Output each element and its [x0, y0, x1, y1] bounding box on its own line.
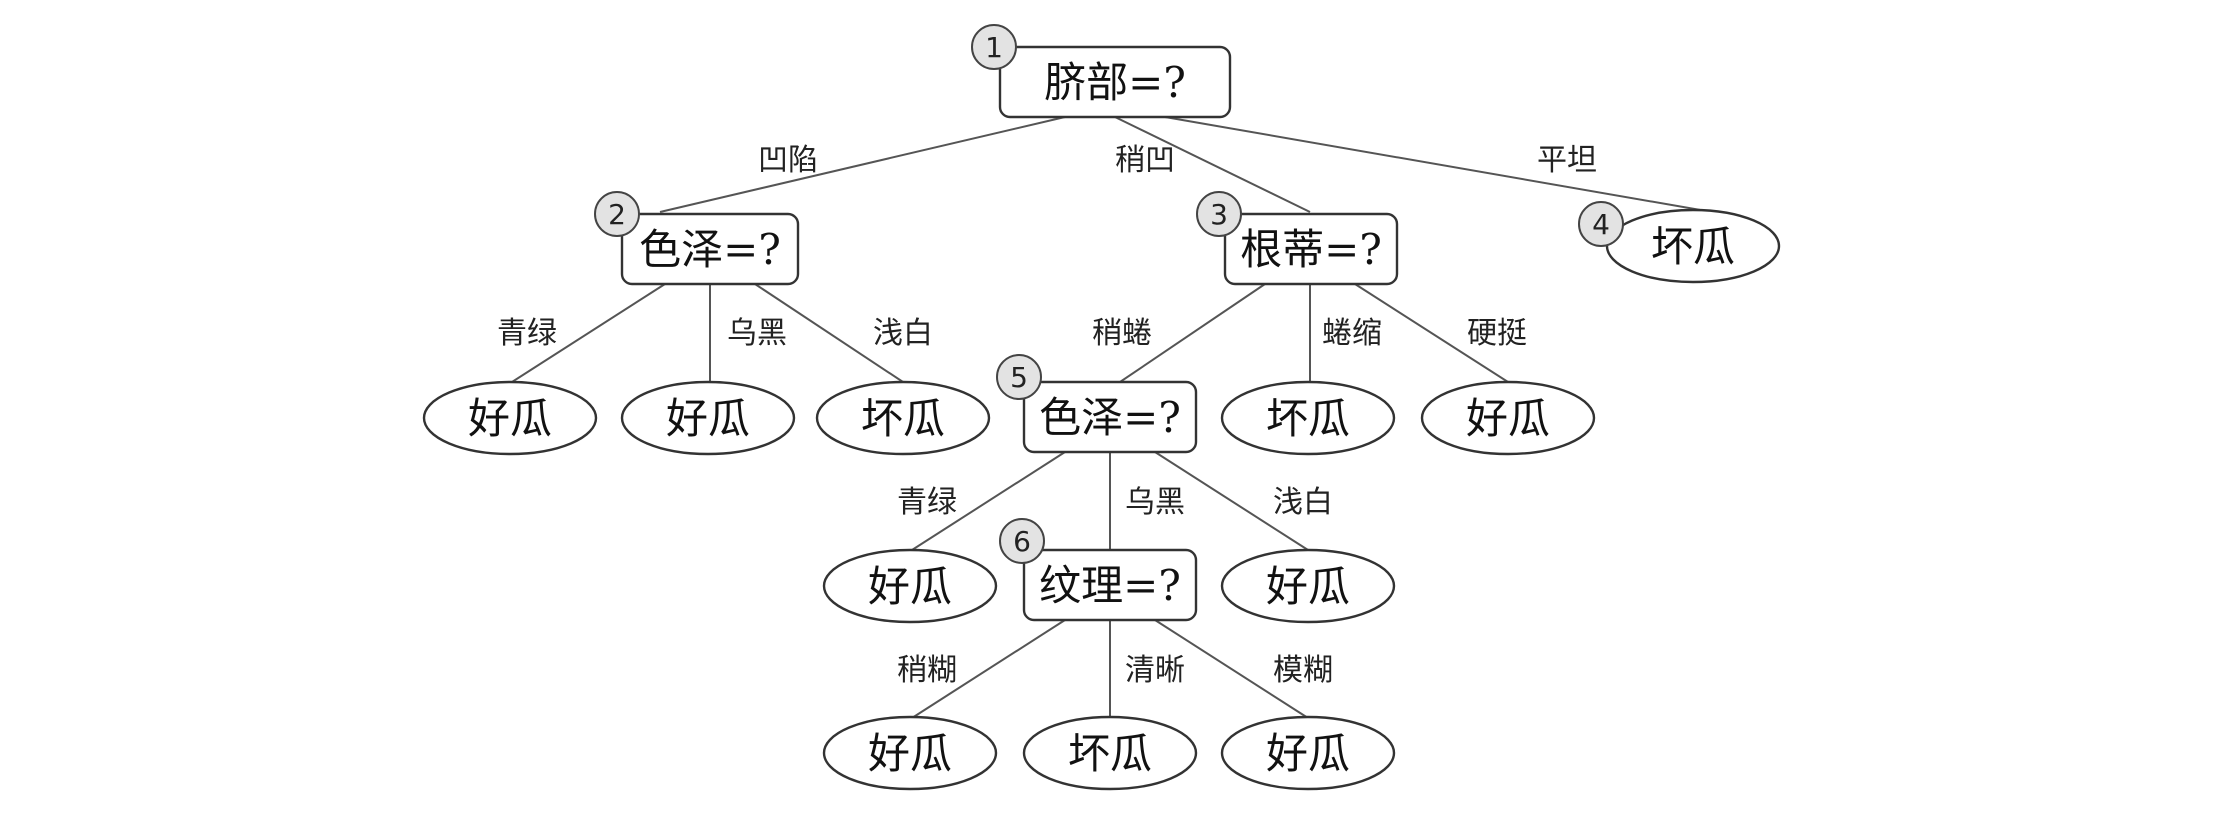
edge-label-6-c: 模糊 — [1273, 653, 1333, 688]
decision-node-1-label: 脐部=? — [1044, 58, 1186, 107]
edge-lines — [511, 116, 1713, 719]
edge-label-1-3: 稍凹 — [1115, 143, 1175, 178]
leaf-node-2c-label: 坏瓜 — [861, 394, 945, 443]
edge-6-c — [1154, 619, 1309, 719]
edge-labels: 凹陷 稍凹 平坦 青绿 乌黑 浅白 稍蜷 蜷缩 硬挺 青绿 乌黑 浅白 稍糊 清… — [497, 143, 1597, 688]
leaf-node-5c-label: 好瓜 — [1266, 562, 1350, 611]
edge-2-a — [511, 283, 666, 383]
decision-node-2: 色泽=? — [620, 212, 800, 286]
edge-2-c — [754, 283, 904, 383]
leaf-node-3c-label: 好瓜 — [1466, 394, 1550, 443]
edge-5-c — [1154, 451, 1309, 551]
decision-node-1: 脐部=? — [998, 45, 1232, 119]
edge-label-3-b: 蜷缩 — [1322, 316, 1382, 351]
leaf-node-2b: 好瓜 — [620, 380, 796, 456]
edge-label-5-a: 青绿 — [897, 485, 957, 520]
edge-label-5-6: 乌黑 — [1125, 485, 1185, 520]
node-badge-1: 1 — [971, 24, 1017, 70]
leaf-node-3b: 坏瓜 — [1220, 380, 1396, 456]
node-badge-3-number: 3 — [1210, 198, 1228, 231]
decision-node-5: 色泽=? — [1022, 380, 1198, 454]
node-badge-6-number: 6 — [1013, 525, 1031, 558]
leaf-node-5c: 好瓜 — [1220, 548, 1396, 624]
edge-label-2-a: 青绿 — [497, 316, 557, 351]
node-badge-2: 2 — [594, 191, 640, 237]
leaf-node-5a: 好瓜 — [822, 548, 998, 624]
leaf-node-6b: 坏瓜 — [1022, 715, 1198, 791]
edge-label-5-c: 浅白 — [1273, 485, 1333, 520]
decision-node-5-label: 色泽=? — [1039, 393, 1181, 442]
leaf-node-3c: 好瓜 — [1420, 380, 1596, 456]
leaf-node-6c-label: 好瓜 — [1266, 729, 1350, 778]
edge-label-2-c: 浅白 — [873, 316, 933, 351]
edge-1-3 — [1114, 116, 1311, 213]
node-badge-4: 4 — [1578, 201, 1624, 247]
node-badge-4-number: 4 — [1592, 208, 1610, 241]
leaf-node-6a: 好瓜 — [822, 715, 998, 791]
leaf-node-2b-label: 好瓜 — [666, 394, 750, 443]
decision-node-2-label: 色泽=? — [639, 225, 781, 274]
node-badge-1-number: 1 — [985, 31, 1003, 64]
decision-node-3-label: 根蒂=? — [1240, 225, 1382, 274]
edge-label-6-b: 清晰 — [1125, 653, 1185, 688]
edge-label-3-5: 稍蜷 — [1092, 316, 1152, 351]
decision-node-6: 纹理=? — [1022, 548, 1198, 622]
edge-1-4 — [1164, 116, 1713, 213]
leaf-node-6a-label: 好瓜 — [868, 729, 952, 778]
leaf-node-6c: 好瓜 — [1220, 715, 1396, 791]
node-badge-6: 6 — [999, 518, 1045, 564]
edge-1-2 — [659, 116, 1066, 213]
node-badge-3: 3 — [1196, 191, 1242, 237]
leaf-node-5a-label: 好瓜 — [868, 562, 952, 611]
edge-5-a — [911, 451, 1066, 551]
node-badge-5-number: 5 — [1010, 361, 1028, 394]
edge-label-1-2: 凹陷 — [758, 143, 818, 178]
decision-node-6-label: 纹理=? — [1039, 561, 1181, 610]
decision-node-3: 根蒂=? — [1223, 212, 1399, 286]
edge-label-3-c: 硬挺 — [1467, 316, 1527, 351]
edge-6-a — [911, 619, 1066, 719]
leaf-node-4: 坏瓜 — [1605, 208, 1781, 284]
node-badge-5: 5 — [996, 354, 1042, 400]
edge-3-c — [1354, 283, 1509, 383]
node-badge-2-number: 2 — [608, 198, 626, 231]
edge-label-1-4: 平坦 — [1537, 143, 1597, 178]
leaf-node-3b-label: 坏瓜 — [1266, 394, 1350, 443]
leaf-node-2a: 好瓜 — [422, 380, 598, 456]
edge-3-5 — [1119, 283, 1266, 383]
leaf-node-2a-label: 好瓜 — [468, 394, 552, 443]
edge-label-6-a: 稍糊 — [897, 653, 957, 688]
edge-label-2-b: 乌黑 — [727, 316, 787, 351]
leaf-node-2c: 坏瓜 — [815, 380, 991, 456]
leaf-node-6b-label: 坏瓜 — [1068, 729, 1152, 778]
leaf-node-4-label: 坏瓜 — [1651, 222, 1735, 271]
